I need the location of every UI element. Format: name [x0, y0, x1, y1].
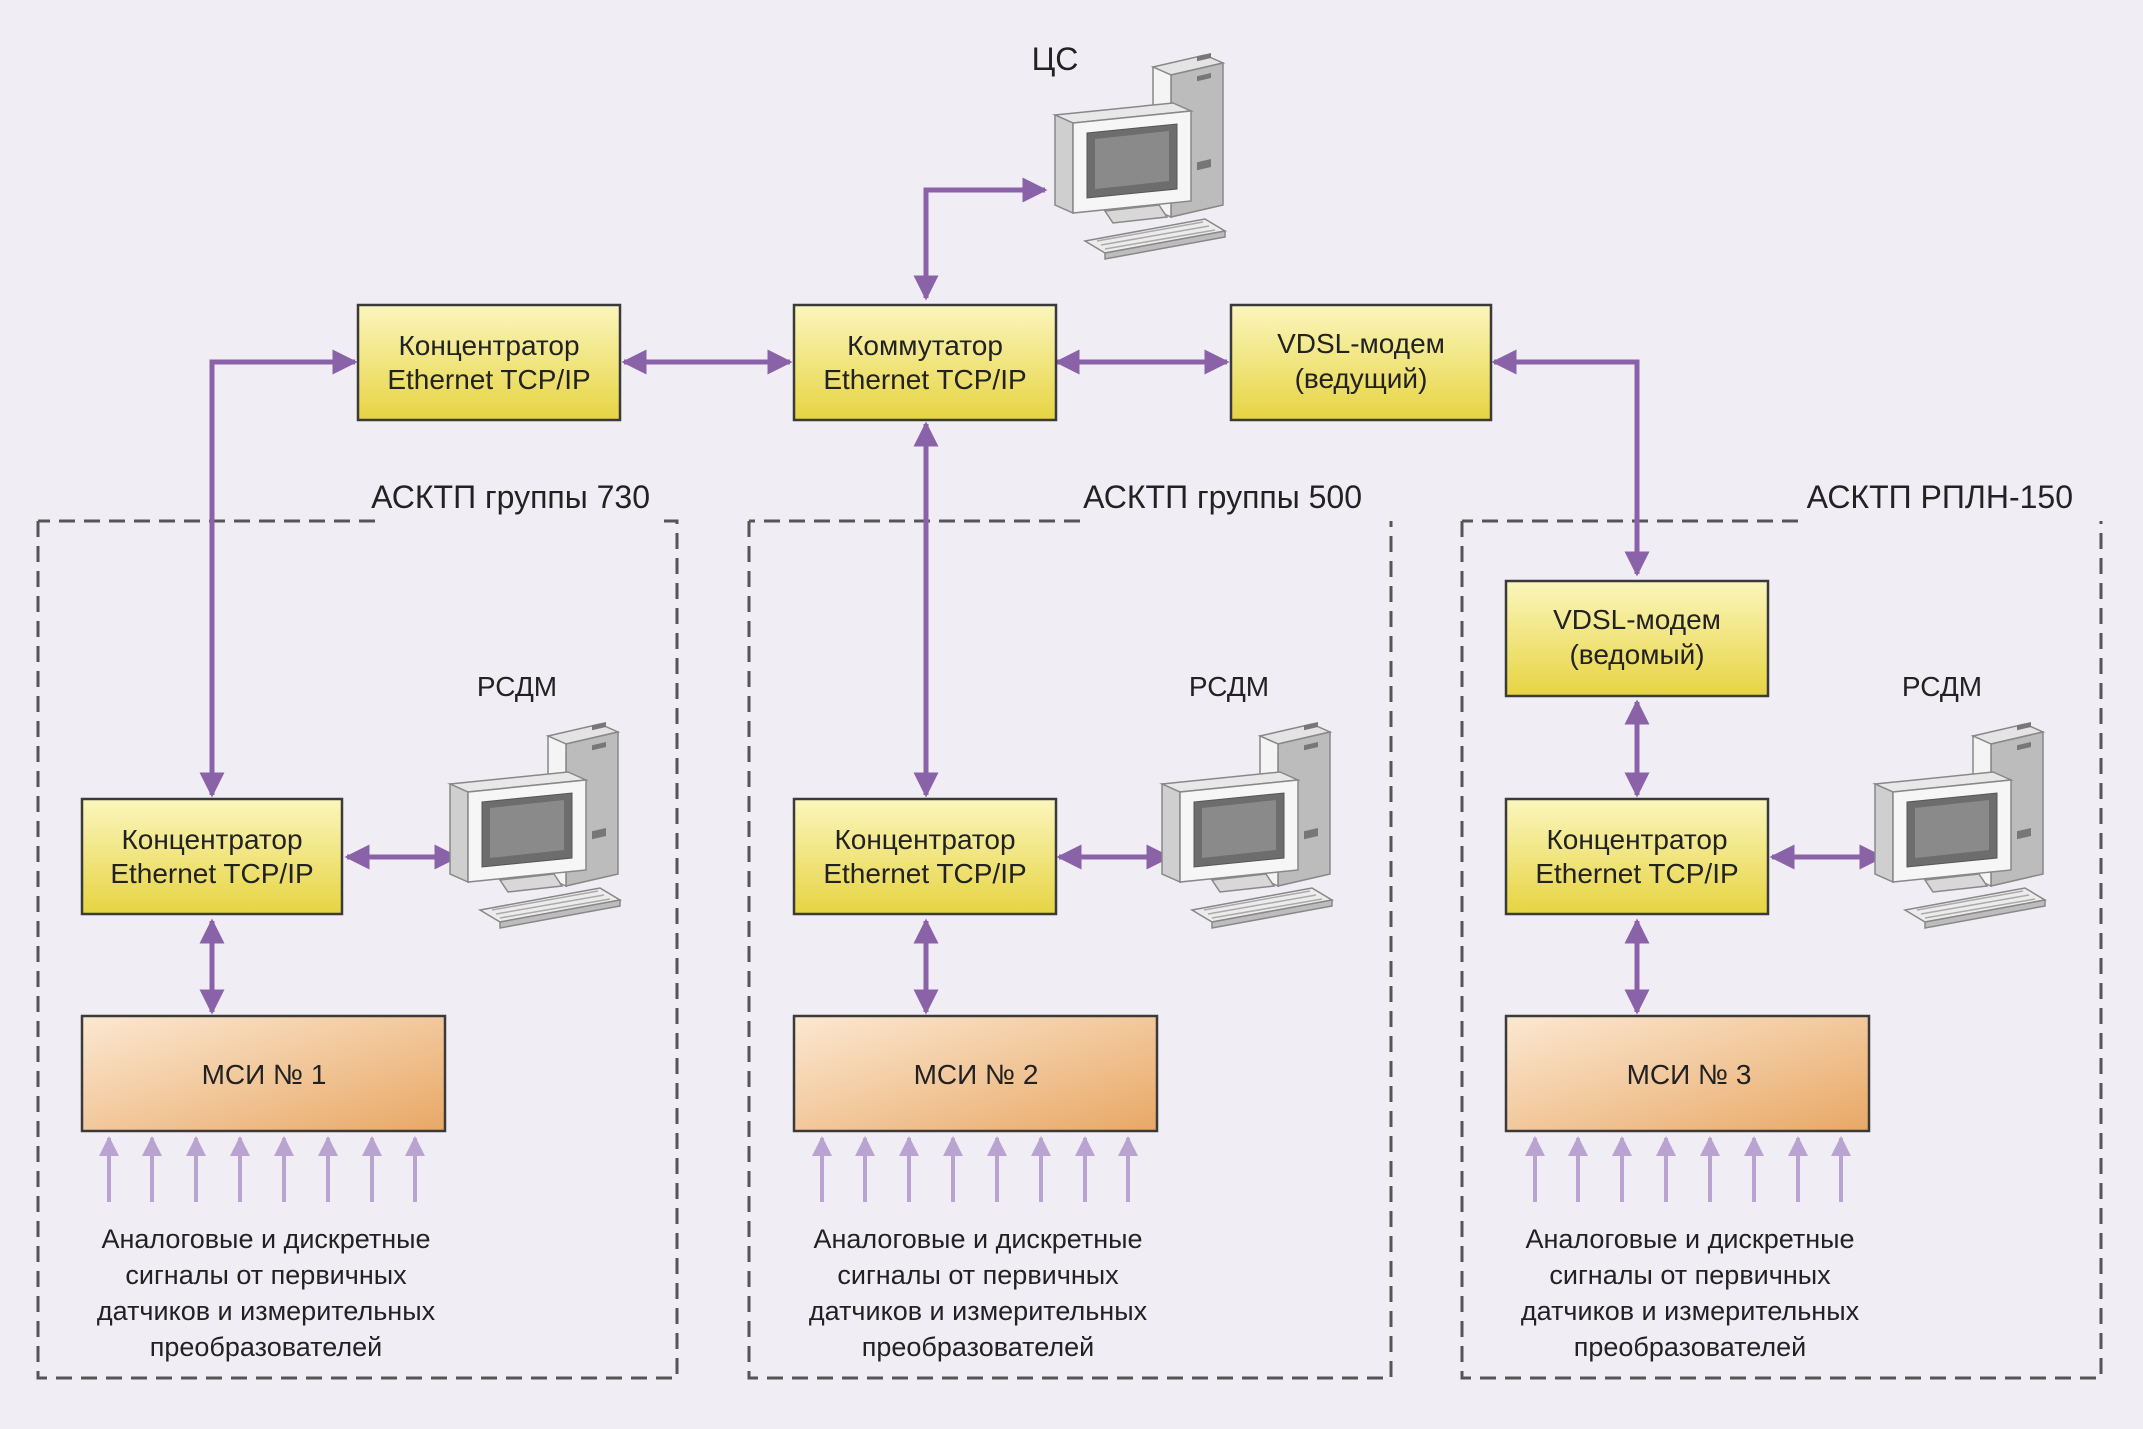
signals-730-line3: датчиков и измерительных [97, 1296, 436, 1326]
group-title-rpln: АСКТП РПЛН-150 [1807, 479, 2073, 515]
signals-500-line3: датчиков и измерительных [809, 1296, 1148, 1326]
cs-label: ЦС [1032, 41, 1079, 77]
connections [199, 177, 1885, 1015]
hub-box-500: Концентратор Ethernet TCP/IP [792, 797, 1058, 916]
hub-rpln-line2: Ethernet TCP/IP [1535, 858, 1738, 889]
top-hub-box: Концентратор Ethernet TCP/IP [356, 303, 622, 422]
msi-box-2: МСИ № 2 [792, 1014, 1159, 1133]
hub-rpln-line1: Концентратор [1546, 824, 1727, 855]
signals-rpln-line4: преобразователей [1574, 1332, 1806, 1362]
vdsl-slave-line2: (ведомый) [1569, 639, 1704, 670]
computer-workstation-icon [1874, 721, 2046, 929]
hub-500-line2: Ethernet TCP/IP [823, 858, 1026, 889]
signals-500-line4: преобразователей [862, 1332, 1094, 1362]
signals-730-line2: сигналы от первичных [125, 1260, 407, 1290]
signals-500-line2: сигналы от первичных [837, 1260, 1119, 1290]
signals-rpln-line3: датчиков и измерительных [1521, 1296, 1860, 1326]
msi-2-label: МСИ № 2 [914, 1059, 1039, 1090]
computer-workstation-icon [1161, 721, 1333, 929]
vdsl-master-line2: (ведущий) [1295, 363, 1428, 394]
workstation-label-rpln: РСДМ [1902, 671, 1982, 702]
group-title-730: АСКТП группы 730 [371, 479, 650, 515]
vdsl-master-box: VDSL-модем (ведущий) [1229, 303, 1493, 422]
signal-arrows-rpln [1525, 1136, 1851, 1202]
hub-500-line1: Концентратор [834, 824, 1015, 855]
msi-1-label: МСИ № 1 [202, 1059, 327, 1090]
vdsl-slave-box: VDSL-модем (ведомый) [1504, 579, 1770, 698]
signals-caption-rpln: Аналоговые и дискретные сигналы от перви… [1521, 1224, 1860, 1362]
signal-arrows-500 [812, 1136, 1138, 1202]
msi-box-1: МСИ № 1 [80, 1014, 447, 1133]
msi-3-label: МСИ № 3 [1627, 1059, 1752, 1090]
link-hub-730 [199, 349, 358, 798]
signals-500-line1: Аналоговые и дискретные [813, 1224, 1142, 1254]
switch-line1: Коммутатор [847, 330, 1003, 361]
computer-workstation-icon [449, 721, 621, 929]
hub-box-rpln: Концентратор Ethernet TCP/IP [1504, 797, 1770, 916]
top-hub-line1: Концентратор [398, 330, 579, 361]
hub-730-line1: Концентратор [121, 824, 302, 855]
switch-box: Коммутатор Ethernet TCP/IP [792, 303, 1058, 422]
signals-rpln-line2: сигналы от первичных [1549, 1260, 1831, 1290]
group-title-500: АСКТП группы 500 [1083, 479, 1362, 515]
signals-730-line4: преобразователей [150, 1332, 382, 1362]
link-switch-cs [913, 177, 1048, 301]
top-hub-line2: Ethernet TCP/IP [387, 364, 590, 395]
switch-line2: Ethernet TCP/IP [823, 364, 1026, 395]
signals-caption-730: Аналоговые и дискретные сигналы от перви… [97, 1224, 436, 1362]
hub-box-730: Концентратор Ethernet TCP/IP [80, 797, 344, 916]
workstation-label-500: РСДМ [1189, 671, 1269, 702]
signal-arrows [99, 1136, 1851, 1202]
workstation-label-730: РСДМ [477, 671, 557, 702]
signals-caption-500: Аналоговые и дискретные сигналы от перви… [809, 1224, 1148, 1362]
signals-rpln-line1: Аналоговые и дискретные [1525, 1224, 1854, 1254]
hub-730-line2: Ethernet TCP/IP [110, 858, 313, 889]
msi-box-3: МСИ № 3 [1504, 1014, 1871, 1133]
computer-workstation-icon [1054, 52, 1226, 260]
vdsl-master-line1: VDSL-модем [1277, 328, 1445, 359]
signals-730-line1: Аналоговые и дискретные [101, 1224, 430, 1254]
signal-arrows-730 [99, 1136, 425, 1202]
link-vdsl-slave [1491, 349, 1650, 577]
vdsl-slave-line1: VDSL-модем [1553, 604, 1721, 635]
